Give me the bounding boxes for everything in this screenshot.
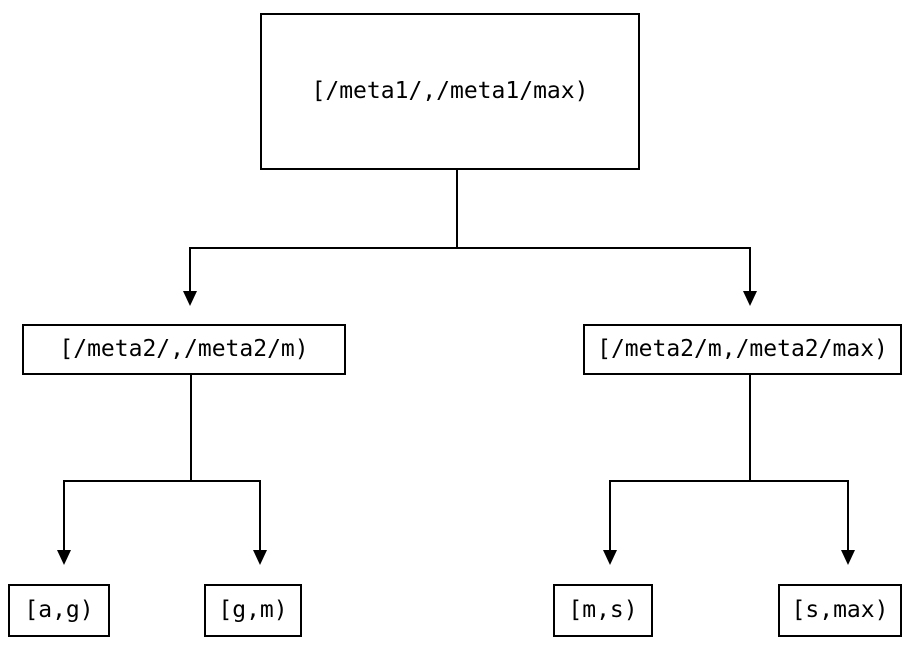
node-left-interval: [/meta2/,/meta2/m)	[22, 324, 346, 375]
node-leaf-gm: [g,m)	[204, 584, 302, 637]
node-right-label: [/meta2/m,/meta2/max)	[597, 336, 888, 362]
arrow-down-icon	[603, 550, 617, 565]
node-left-label: [/meta2/,/meta2/m)	[59, 336, 309, 362]
node-leaf-ms-label: [m,s)	[568, 597, 638, 623]
node-right-interval: [/meta2/m,/meta2/max)	[583, 324, 902, 375]
arrow-down-icon	[253, 550, 267, 565]
arrow-down-icon	[57, 550, 71, 565]
node-leaf-smax: [s,max)	[778, 584, 902, 637]
node-leaf-ms: [m,s)	[553, 584, 653, 637]
node-leaf-ag-label: [a,g)	[24, 597, 94, 623]
node-leaf-smax-label: [s,max)	[791, 597, 889, 623]
arrow-down-icon	[183, 291, 197, 306]
arrow-down-icon	[743, 291, 757, 306]
arrow-down-icon	[841, 550, 855, 565]
node-root-label: [/meta1/,/meta1/max)	[311, 78, 589, 104]
node-root-interval: [/meta1/,/meta1/max)	[260, 13, 640, 170]
node-leaf-ag: [a,g)	[8, 584, 110, 637]
node-leaf-gm-label: [g,m)	[218, 597, 288, 623]
